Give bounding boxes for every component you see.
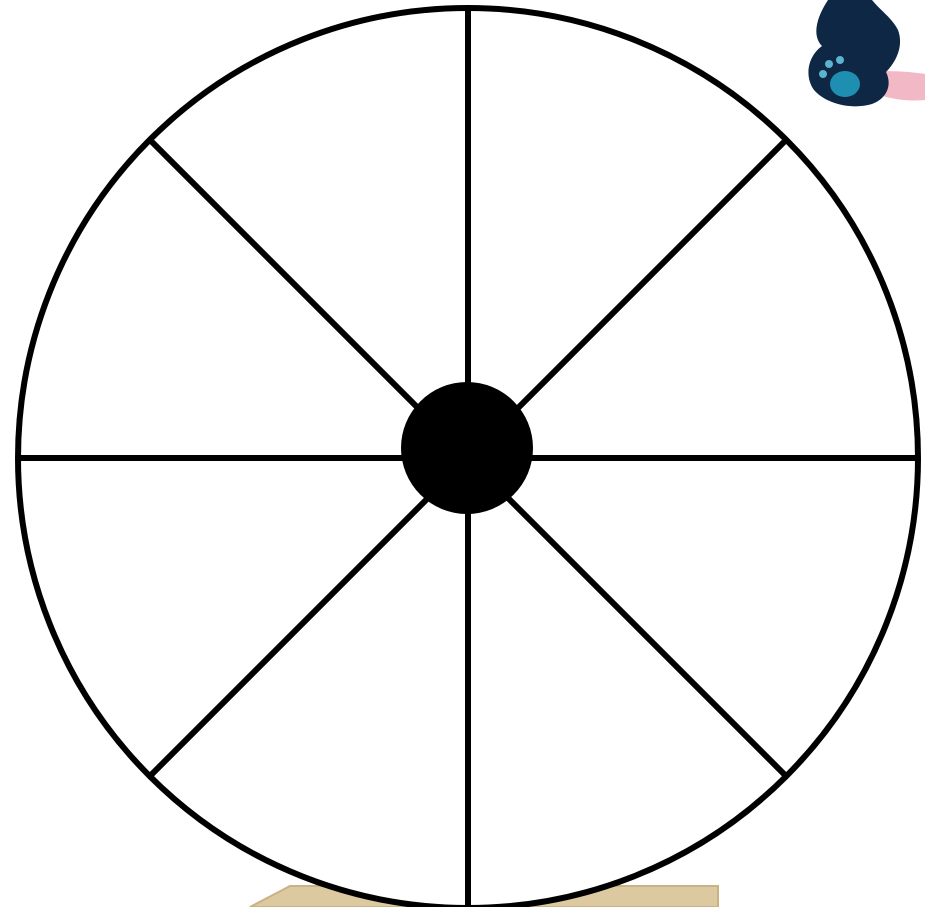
mascot-paw [808,0,925,106]
paw-toe [819,70,827,78]
paw-toe [825,60,833,68]
wheel-hub[interactable] [401,382,533,514]
paw-toe [836,56,844,64]
spin-wheel[interactable] [18,8,918,907]
paw-pad [830,71,860,97]
